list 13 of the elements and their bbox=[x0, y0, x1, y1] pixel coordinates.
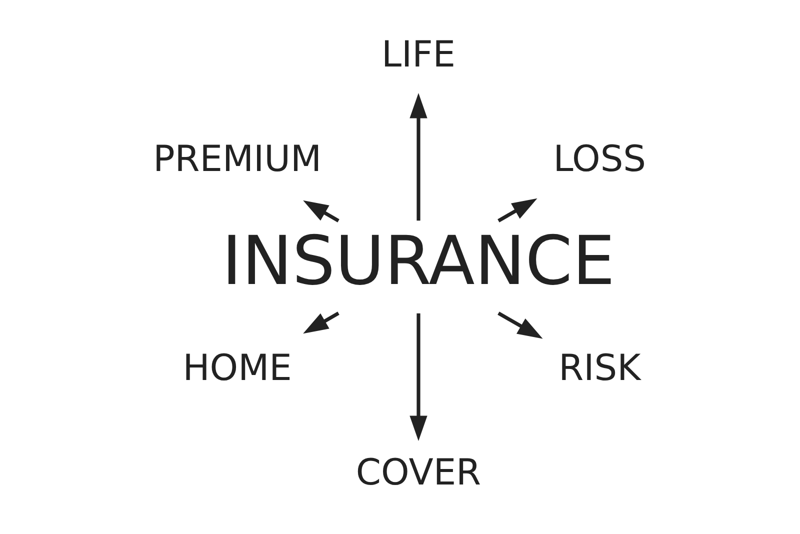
arrow bbox=[409, 93, 427, 221]
arrow bbox=[409, 313, 427, 441]
node-text: LOSS bbox=[552, 138, 646, 180]
arrow bbox=[302, 312, 339, 334]
node-text: RISK bbox=[558, 348, 640, 390]
node-text: HOME bbox=[182, 348, 292, 390]
node-text: COVER bbox=[355, 452, 481, 494]
arrow bbox=[497, 312, 542, 339]
arrow bbox=[497, 198, 537, 222]
arrow bbox=[302, 200, 339, 222]
node-text: INSURANCE bbox=[221, 220, 615, 300]
node-text: LIFE bbox=[380, 34, 456, 76]
node-text: PREMIUM bbox=[152, 138, 322, 180]
